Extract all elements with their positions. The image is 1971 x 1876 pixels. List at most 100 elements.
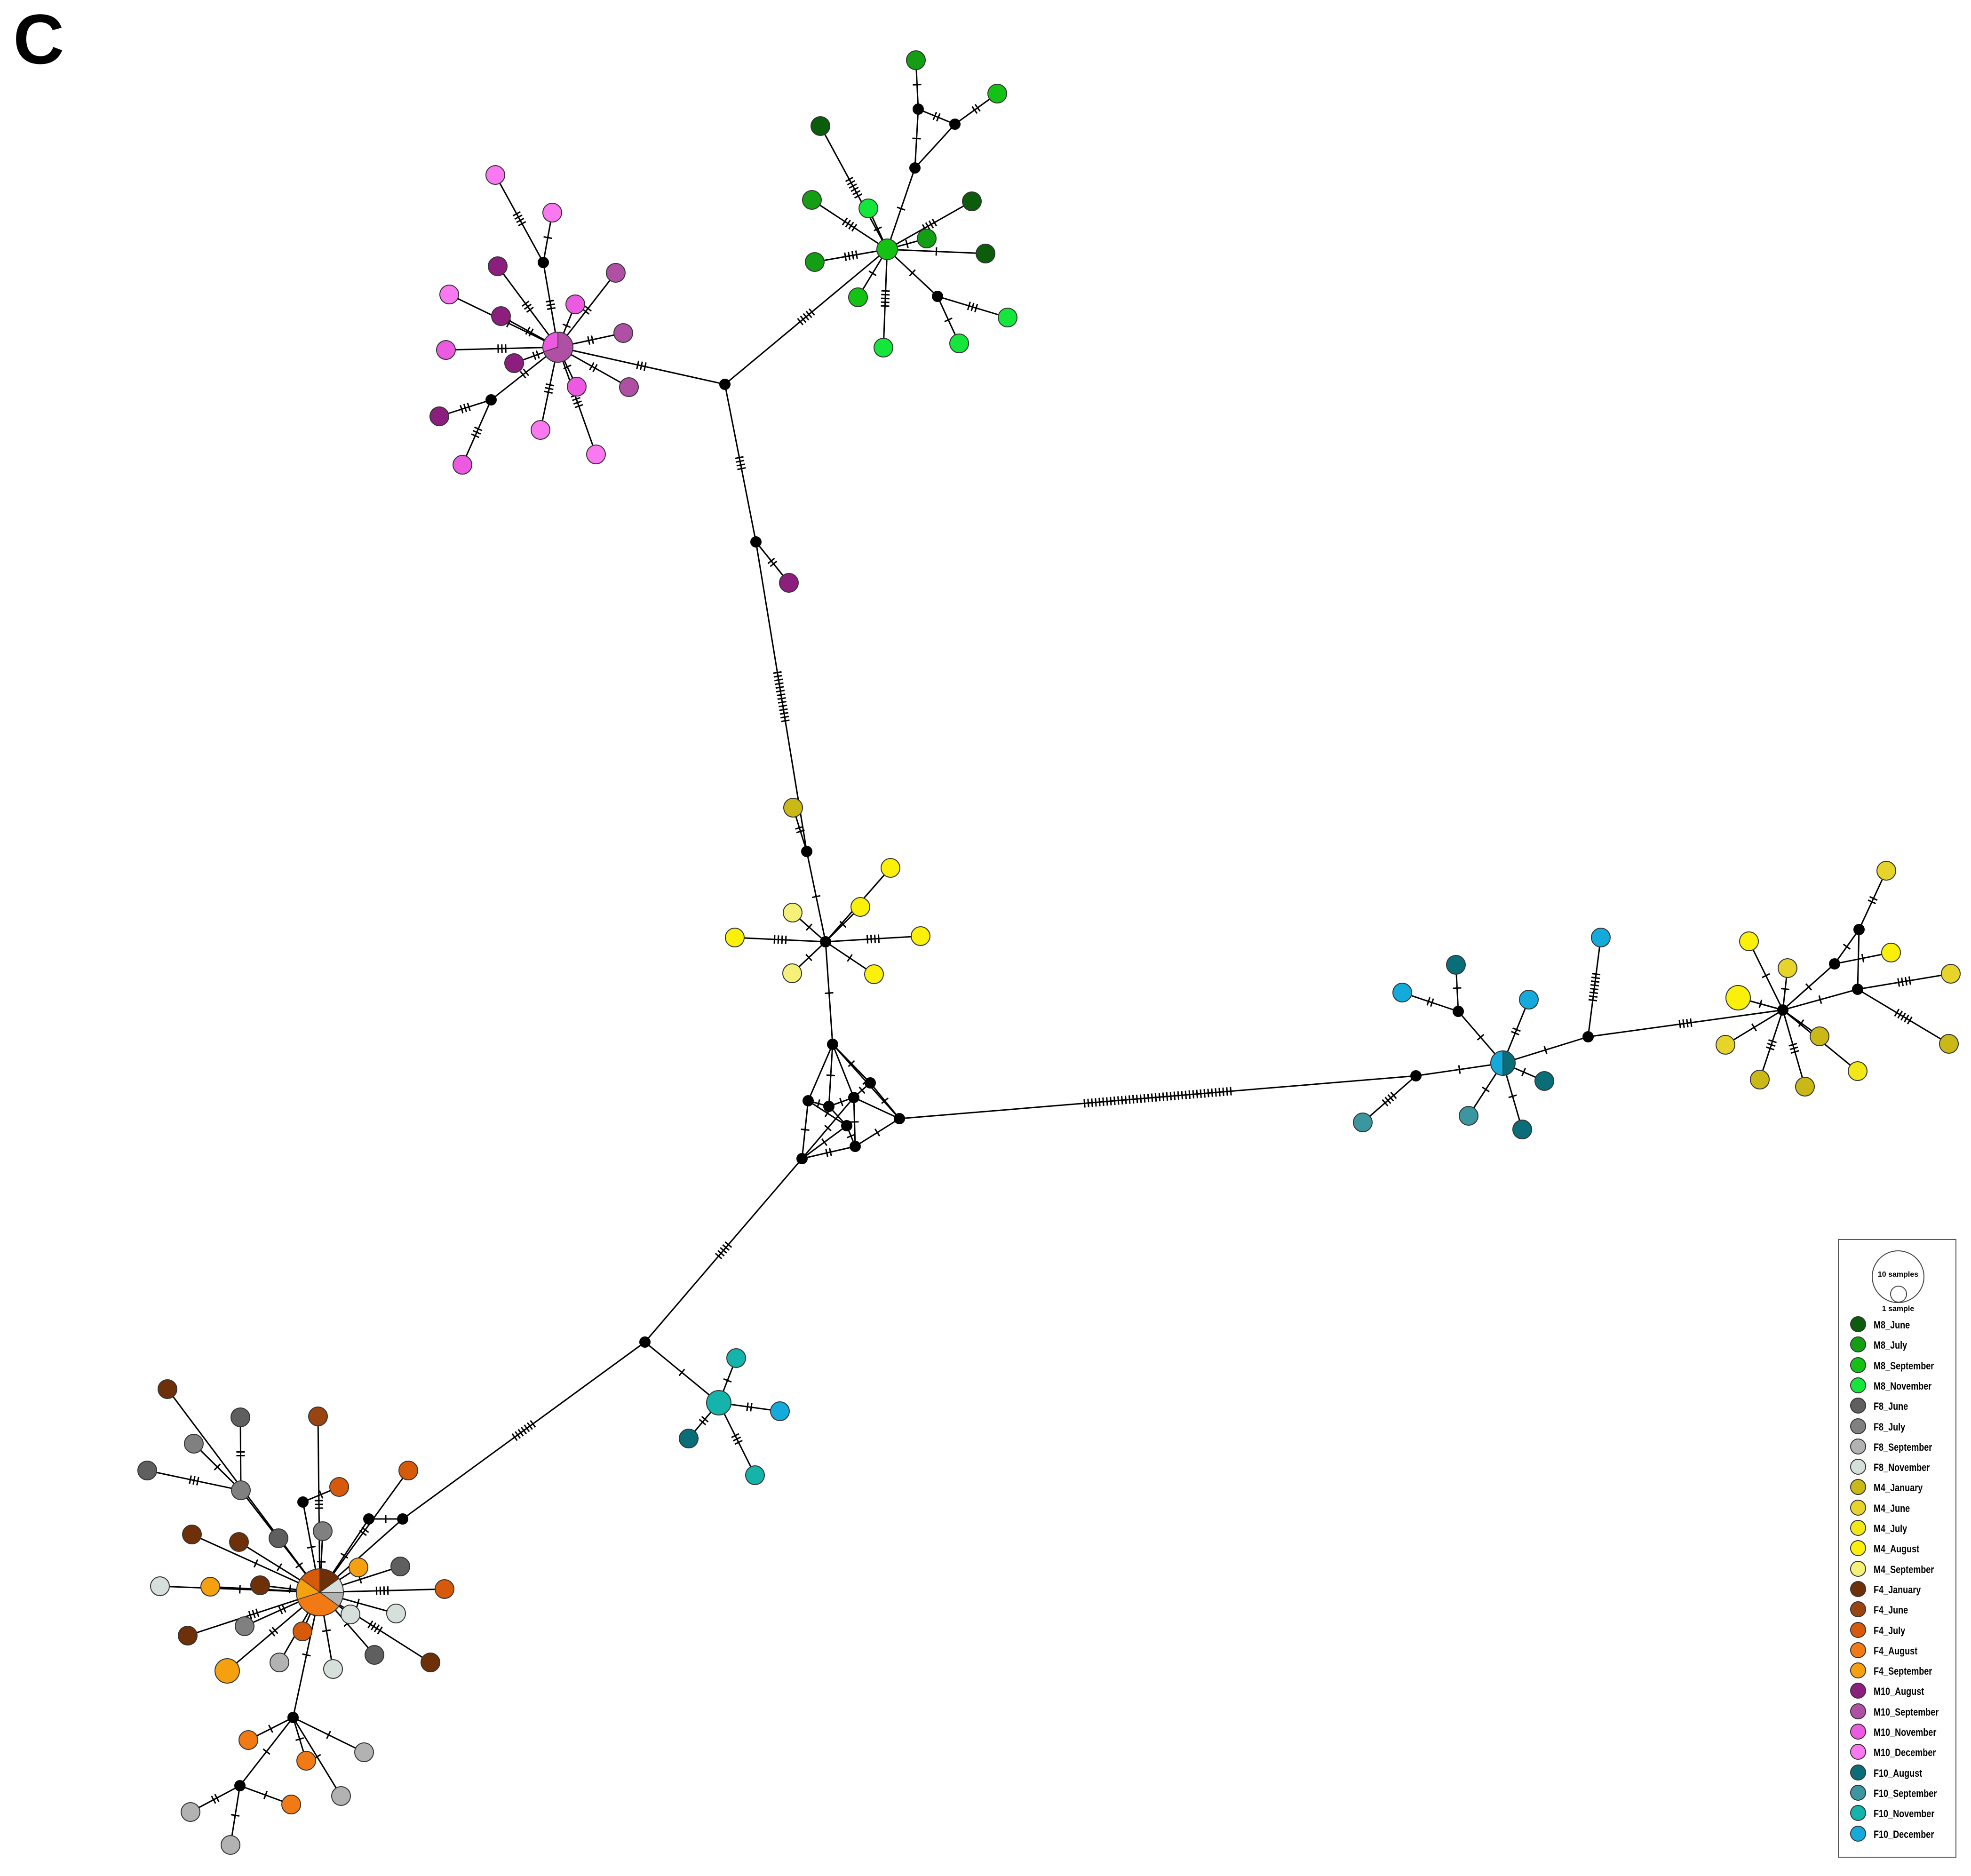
legend-item: M4_September [1850, 1560, 1956, 1579]
haplotype-node [436, 340, 456, 360]
mutation-tick [1818, 995, 1822, 1004]
mutation-tick [1384, 1097, 1391, 1104]
mutation-tick [1458, 1065, 1461, 1074]
legend-label: F4_September [1874, 1665, 1932, 1677]
haplotype-node [858, 199, 878, 218]
mutation-tick [1124, 1096, 1127, 1105]
mutation-tick [1903, 1014, 1909, 1023]
haplotype-node [531, 420, 550, 440]
mutation-tick [701, 1415, 709, 1423]
mutation-tick [517, 1429, 524, 1437]
mutation-tick [855, 250, 858, 259]
mutation-tick [636, 360, 640, 369]
network-edge [1857, 929, 1860, 990]
mutation-tick [518, 221, 526, 227]
mutation-tick [211, 1796, 216, 1804]
mutation-tick [780, 715, 789, 719]
mutation-tick [1154, 1093, 1157, 1102]
mutation-tick [1780, 988, 1790, 990]
network-edge [557, 272, 617, 348]
mutation-tick [543, 236, 552, 239]
legend-label: F4_January [1874, 1583, 1921, 1596]
mutation-tick [248, 1611, 253, 1620]
mutation-tick [931, 218, 938, 227]
mutation-tick [847, 180, 855, 186]
mutation-tick [808, 308, 815, 316]
legend-swatch [1850, 1662, 1866, 1679]
mutation-tick [1798, 1019, 1804, 1027]
legend-label: M4_August [1874, 1543, 1920, 1555]
haplotype-node [1534, 1071, 1554, 1091]
mutation-tick [1590, 987, 1599, 991]
haplotype-node [782, 963, 802, 983]
median-vector-node [1853, 924, 1865, 935]
network-edge [1587, 937, 1602, 1037]
mutation-tick [936, 113, 941, 122]
haplotype-node [881, 858, 900, 878]
mutation-tick [735, 456, 744, 459]
network-edge [853, 1097, 900, 1120]
legend-item: F4_July [1850, 1621, 1956, 1640]
mutation-tick [472, 429, 481, 435]
mutation-tick [467, 403, 471, 412]
haplotype-node [435, 1579, 454, 1599]
haplotype-node [1848, 1061, 1868, 1081]
legend-item: F8_September [1850, 1438, 1956, 1456]
mutation-tick [295, 1562, 303, 1569]
haplotype-pie [296, 1568, 344, 1616]
mutation-tick [263, 1791, 268, 1799]
median-vector-node [1582, 1031, 1594, 1042]
mutation-tick [281, 1604, 286, 1613]
legend-size-circle-large [1872, 1250, 1924, 1303]
legend-swatch [1850, 1499, 1866, 1516]
mutation-tick [640, 361, 643, 370]
haplotype-node [679, 1429, 699, 1448]
legend-item: F4_June [1850, 1600, 1956, 1619]
legend-label: M10_November [1874, 1726, 1937, 1738]
haplotype-node [491, 306, 511, 326]
haplotype-node [1941, 964, 1961, 984]
median-vector-node [932, 291, 943, 302]
haplotype-node [1353, 1113, 1373, 1132]
haplotype-node [269, 1528, 288, 1548]
mutation-tick [715, 1253, 723, 1260]
mutation-tick [805, 923, 813, 931]
mutation-tick [253, 1559, 259, 1568]
mutation-tick [849, 183, 857, 189]
mutation-tick [1083, 1099, 1086, 1108]
mutation-tick [734, 1439, 743, 1445]
mutation-tick [928, 220, 934, 229]
mutation-tick [773, 935, 776, 944]
network-edge [239, 1417, 242, 1491]
mutation-tick [775, 682, 784, 685]
mutation-tick [1511, 1031, 1519, 1035]
mutation-tick [377, 1626, 383, 1635]
haplotype-node [962, 191, 982, 211]
mutation-tick [546, 303, 555, 307]
mutation-tick [774, 678, 783, 682]
mutation-tick [935, 247, 938, 256]
mutation-tick [189, 1475, 192, 1484]
network-edge [914, 123, 956, 169]
haplotype-node [1778, 958, 1797, 978]
mutation-tick [970, 302, 975, 311]
legend-item: M4_January [1850, 1478, 1956, 1497]
mutation-tick [322, 1629, 331, 1632]
mutation-tick [340, 1552, 349, 1559]
median-vector-node [1453, 1006, 1464, 1017]
median-vector-node [1410, 1070, 1422, 1081]
mutation-tick [881, 1097, 889, 1104]
mutation-tick [326, 1731, 331, 1739]
mutation-tick [778, 700, 787, 704]
mutation-tick [805, 954, 812, 962]
mutation-tick [535, 350, 540, 359]
median-vector-node [796, 1153, 808, 1164]
legend-item: F4_August [1850, 1641, 1956, 1660]
mutation-tick [1768, 1039, 1777, 1043]
haplotype-node [987, 84, 1007, 103]
mutation-tick [356, 1598, 360, 1607]
haplotype-node [586, 445, 606, 464]
mutation-tick [699, 1419, 707, 1426]
